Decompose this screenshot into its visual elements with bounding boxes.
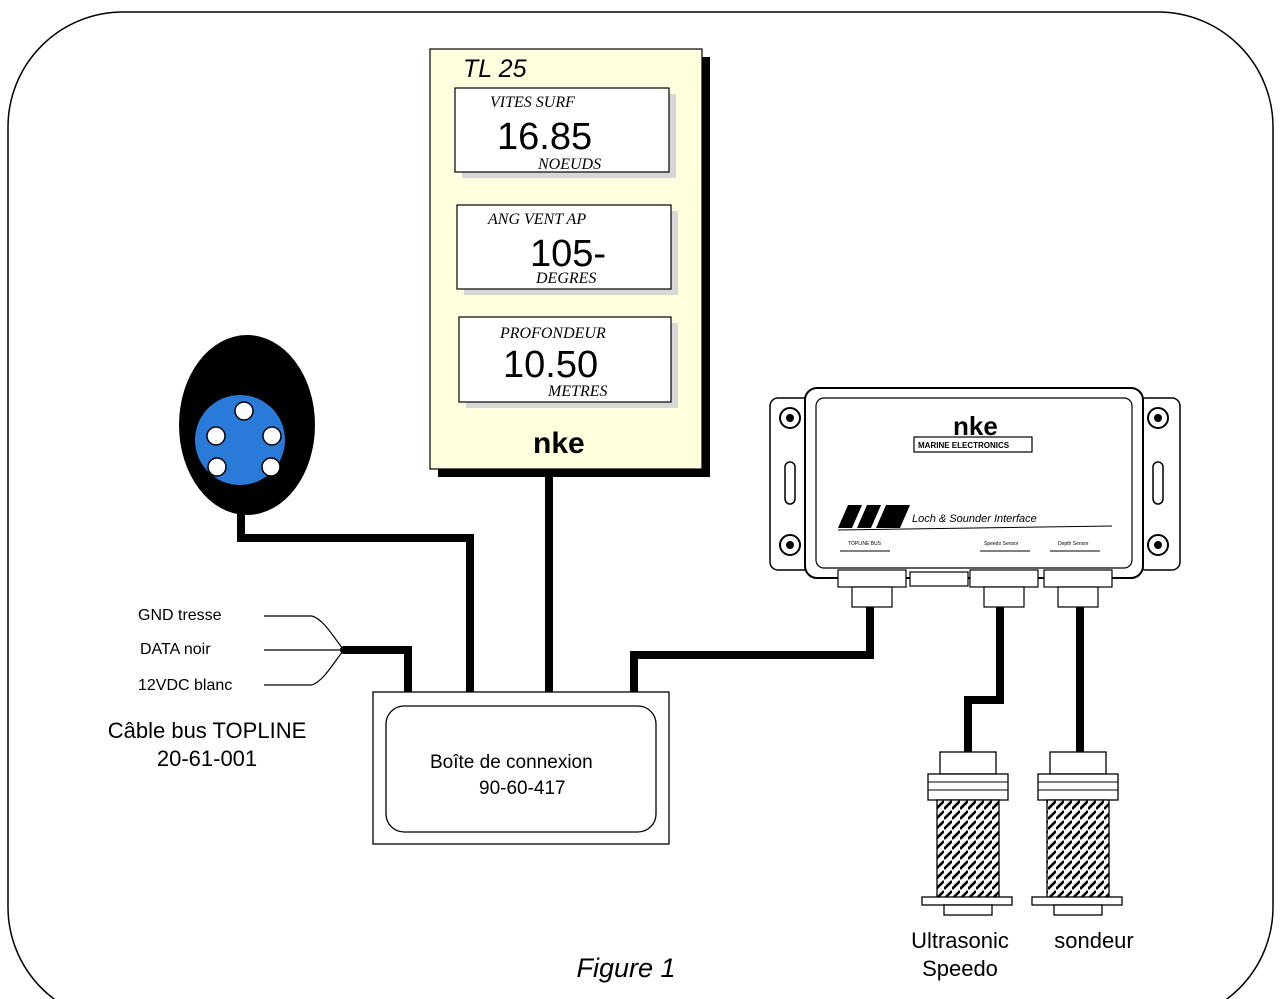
wire-gnd-label: GND tresse (138, 607, 222, 624)
wire-power-label: 12VDC blanc (138, 677, 232, 694)
screen-2-unit: DEGRES (535, 270, 596, 287)
depth-label: sondeur (1054, 928, 1134, 953)
display-model: TL 25 (463, 55, 527, 83)
interface-name: Loch & Sounder Interface (912, 513, 1037, 525)
screen-3-value: 10.50 (503, 344, 598, 386)
gland-1 (837, 569, 907, 608)
bus-cable (344, 646, 412, 692)
screen-1-unit: NOEUDS (537, 156, 601, 173)
wire-fan (264, 615, 348, 686)
interface-brand: nke (953, 411, 998, 441)
port-1-label: TOPLINE BUS (848, 541, 882, 547)
figure-caption: Figure 1 (576, 953, 675, 983)
bus-connector-icon (179, 335, 315, 515)
port-3-label: Depth Sensor (1058, 541, 1089, 547)
screen-2-value: 105- (530, 233, 606, 275)
interface-logo-icon (838, 505, 910, 528)
junction-box: Boîte de connexion 90-60-417 (372, 691, 670, 845)
wire-data-label: DATA noir (140, 641, 211, 658)
figure-frame (7, 11, 1274, 999)
junction-box-ref: 90-60-417 (479, 778, 566, 799)
screen-3-unit: METRES (547, 383, 608, 400)
gland-2 (969, 569, 1039, 608)
cable-ref: 20-61-001 (157, 746, 257, 771)
screen-2-label: ANG VENT AP (487, 211, 586, 228)
screen-3-label: PROFONDEUR (499, 325, 606, 342)
depth-transducer (1031, 751, 1123, 916)
gland-3 (1043, 569, 1113, 608)
loch-sounder-interface: nke MARINE ELECTRONICS Loch & Sounder In… (769, 387, 1181, 608)
speedo-label-1: Ultrasonic (911, 928, 1009, 953)
speedo-label-2: Speedo (922, 956, 998, 981)
port-2-label: Speedo Sensor (984, 541, 1019, 547)
connector-cable (237, 490, 474, 692)
tl25-display: TL 25 VITES SURF 16.85 NOEUDS ANG VENT A… (429, 48, 710, 477)
screen-1-label: VITES SURF (490, 94, 575, 111)
display-brand: nke (533, 427, 585, 460)
junction-box-name: Boîte de connexion (430, 752, 593, 773)
screen-1-value: 16.85 (497, 116, 592, 158)
speedo-cable (964, 605, 1004, 752)
interface-cable (630, 605, 874, 692)
interface-subtitle: MARINE ELECTRONICS (918, 441, 1010, 450)
speedo-transducer (921, 751, 1013, 916)
cable-name: Câble bus TOPLINE (108, 718, 307, 743)
